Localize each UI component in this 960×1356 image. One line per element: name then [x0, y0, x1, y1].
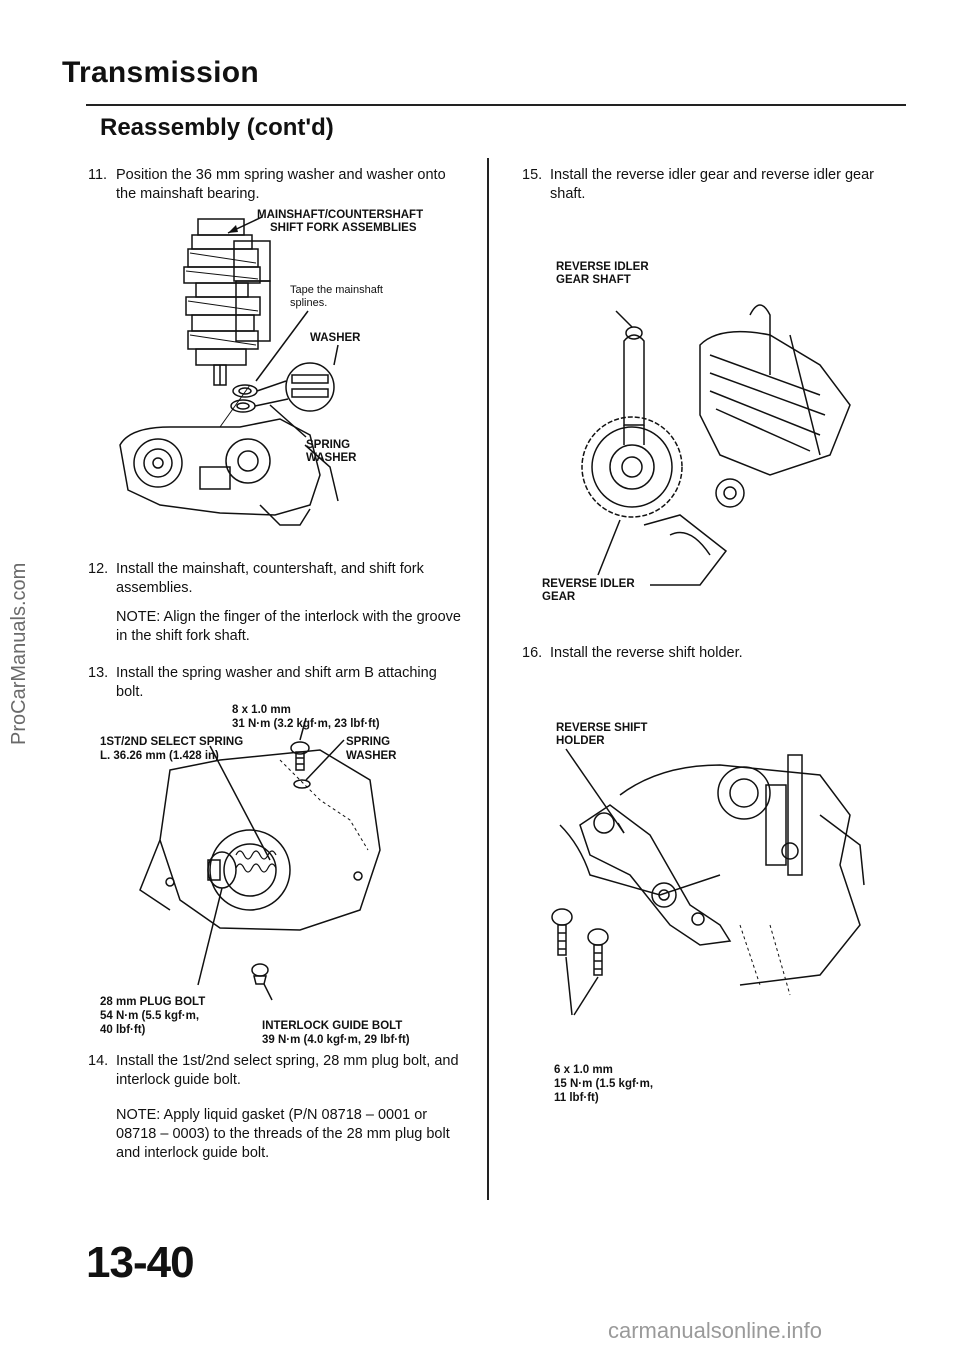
step-text: Install the mainshaft, countershaft, and…	[116, 561, 424, 596]
figure-reverse-shift-holder	[551, 748, 865, 1016]
label-bolt-size: 8 x 1.0 mm	[232, 704, 291, 716]
label-bolt-torque: 31 N·m (3.2 kgf·m, 23 lbf·ft)	[232, 718, 380, 730]
label-spring-washer-2-line1: SPRING	[346, 736, 391, 748]
label-interlock-guide-torque: 39 N·m (4.0 kgf·m, 29 lbf·ft)	[262, 1034, 410, 1046]
gear-stack-illustration	[183, 218, 271, 386]
label-tape-line1: Tape the mainshaft	[290, 284, 383, 296]
label-shift-holder-line1: REVERSE SHIFT	[556, 722, 648, 734]
case-outline-illustration	[559, 754, 865, 996]
step-13: 13. Install the spring washer and shift …	[88, 664, 466, 704]
step-number: 14.	[88, 1053, 109, 1069]
step-text: Install the spring washer and shift arm …	[116, 665, 437, 700]
step-15: 15. Install the reverse idler gear and r…	[522, 166, 900, 206]
idler-gear-illustration	[581, 416, 683, 518]
step-12: 12. Install the mainshaft, countershaft,…	[88, 560, 466, 600]
holder-bolts-illustration	[551, 908, 609, 976]
label-plug-bolt: 28 mm PLUG BOLT	[100, 996, 206, 1008]
side-watermark: ProCarManuals.com	[8, 562, 30, 745]
label-spring-washer-line1: SPRING	[306, 439, 351, 451]
figure-select-spring	[139, 717, 381, 1001]
label-washer: WASHER	[310, 332, 361, 344]
footer-watermark: carmanualsonline.info	[608, 1318, 823, 1343]
label-assemblies-line1: MAINSHAFT/COUNTERSHAFT	[257, 209, 424, 221]
step-text: Position the 36 mm spring washer and was…	[116, 167, 446, 202]
step-number: 11.	[88, 167, 108, 183]
note-12: NOTE: Align the finger of the interlock …	[116, 609, 461, 644]
label-interlock-guide-bolt: INTERLOCK GUIDE BOLT	[262, 1020, 403, 1032]
step-11: 11. Position the 36 mm spring washer and…	[88, 166, 466, 206]
label-plug-bolt-torque-1: 54 N·m (5.5 kgf·m,	[100, 1010, 200, 1022]
header-rule	[86, 104, 906, 106]
note-14: NOTE: Apply liquid gasket (P/N 08718 – 0…	[116, 1107, 450, 1161]
transmission-case-illustration	[119, 384, 339, 526]
step-text: Install the reverse idler gear and rever…	[550, 167, 874, 202]
label-holder-bolt-torque-2: 11 lbf·ft)	[554, 1092, 599, 1104]
section-subtitle: Reassembly (cont'd)	[100, 114, 334, 141]
label-holder-bolt-torque-1: 15 N·m (1.5 kgf·m,	[554, 1078, 654, 1090]
label-tape-line2: splines.	[290, 297, 328, 309]
idler-shaft-illustration	[623, 334, 645, 426]
label-idler-gear-line2: GEAR	[542, 591, 576, 603]
figure-mainshaft-assembly	[119, 216, 339, 526]
label-idler-gear-line1: REVERSE IDLER	[542, 578, 635, 590]
label-select-spring-length: L. 36.26 mm (1.428 in)	[100, 750, 219, 762]
label-holder-bolt-size: 6 x 1.0 mm	[554, 1064, 613, 1076]
label-spring-washer-2-line2: WASHER	[346, 750, 397, 762]
page-title: Transmission	[62, 56, 260, 89]
label-shift-holder-line2: HOLDER	[556, 735, 605, 747]
label-spring-washer-line2: WASHER	[306, 452, 357, 464]
countershaft-gears-illustration	[699, 304, 851, 508]
step-number: 13.	[88, 665, 109, 681]
shift-holder-illustration	[579, 804, 732, 946]
figure-reverse-idler	[581, 304, 851, 586]
step-text: Install the 1st/2nd select spring, 28 mm…	[116, 1053, 459, 1088]
column-divider	[487, 158, 489, 1200]
label-select-spring: 1ST/2ND SELECT SPRING	[100, 736, 244, 748]
label-plug-bolt-torque-2: 40 lbf·ft)	[100, 1024, 146, 1036]
step-14: 14. Install the 1st/2nd select spring, 2…	[88, 1052, 466, 1092]
page-number: 13-40	[86, 1238, 195, 1287]
step-number: 16.	[522, 645, 543, 661]
label-idler-shaft-line2: GEAR SHAFT	[556, 274, 631, 286]
case-housing-illustration	[139, 749, 381, 931]
step-number: 15.	[522, 167, 543, 183]
step-text: Install the reverse shift holder.	[550, 645, 743, 661]
label-idler-shaft-line1: REVERSE IDLER	[556, 261, 649, 273]
label-assemblies-line2: SHIFT FORK ASSEMBLIES	[270, 222, 417, 234]
step-16: 16. Install the reverse shift holder.	[522, 644, 900, 664]
step-number: 12.	[88, 561, 109, 577]
